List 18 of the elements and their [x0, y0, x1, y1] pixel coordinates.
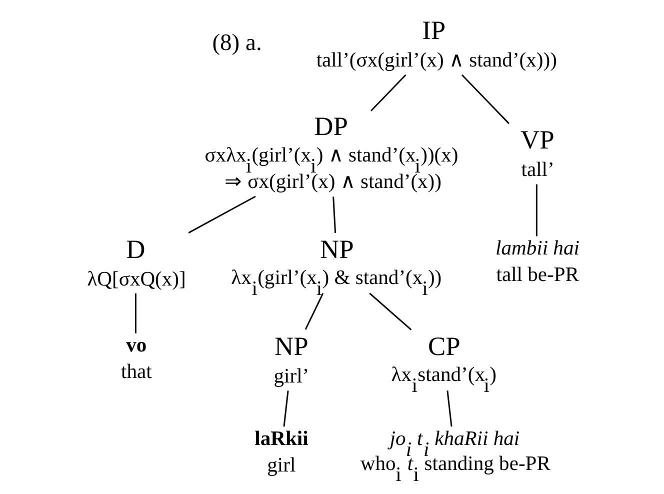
connector — [370, 74, 406, 112]
connector — [460, 74, 509, 124]
node-text: laRkii girl — [254, 428, 308, 476]
connector — [535, 184, 537, 236]
connector — [332, 196, 336, 234]
node-text: IP tall’(σx(girl’(x) ∧ stand’(x))) — [316, 15, 556, 72]
connector — [188, 196, 256, 234]
node-text: vo that — [120, 334, 152, 384]
node-text: VP tall’ — [520, 124, 554, 182]
node-text: NP girl’ — [273, 330, 309, 388]
label: (8) a. — [212, 30, 262, 56]
connector — [446, 390, 452, 427]
connector — [368, 292, 412, 330]
node-text: lambii hai tall be-PR — [495, 238, 579, 286]
connector — [134, 293, 136, 334]
connector — [282, 390, 288, 427]
node-text: D λQ[σxQ(x)] — [86, 234, 186, 290]
connector — [304, 293, 324, 330]
